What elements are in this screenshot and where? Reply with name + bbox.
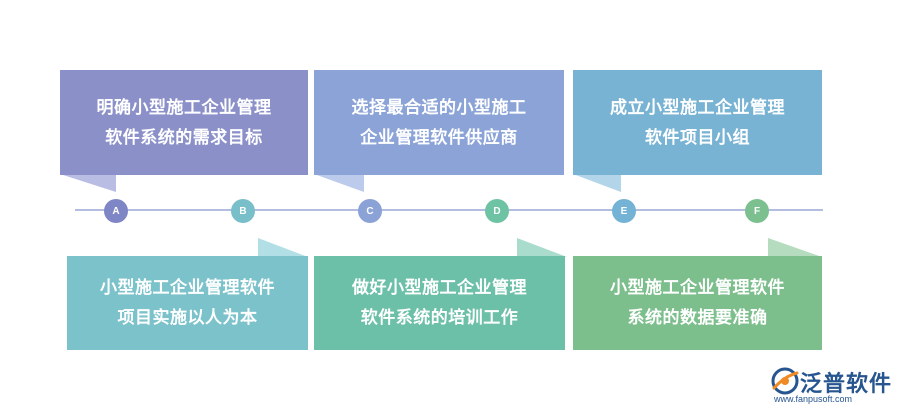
card-e-line-2: 软件项目小组 [645,127,750,148]
card-f-line-2: 系统的数据要准确 [627,308,768,328]
node-d: D [485,199,509,223]
card-b-tail [258,238,308,257]
card-e: 成立小型施工企业管理 软件项目小组 [573,70,822,175]
card-d: 做好小型施工企业管理 软件系统的培训工作 [314,256,565,350]
card-a: 明确小型施工企业管理 软件系统的需求目标 [60,70,308,175]
node-c: C [358,199,382,223]
card-b-line-2: 项目实施以人为本 [117,308,258,328]
card-c: 选择最合适的小型施工 企业管理软件供应商 [314,70,564,175]
node-b: B [231,199,255,223]
card-c-line-2: 企业管理软件供应商 [360,127,518,148]
card-d-line-2: 软件系统的培训工作 [360,308,519,328]
card-f-tail [768,238,822,257]
node-f: F [745,199,769,223]
card-c-line-1: 选择最合适的小型施工 [351,97,527,118]
card-b: 小型施工企业管理软件 项目实施以人为本 [67,256,308,350]
node-a: A [104,199,128,223]
timeline-axis [75,209,823,211]
card-a-tail [60,174,116,192]
card-c-tail [314,174,364,192]
card-d-line-1: 做好小型施工企业管理 [352,278,527,298]
card-d-tail [517,238,567,257]
card-a-line-2: 软件系统的需求目标 [105,127,263,148]
logo-name: 泛普软件 [800,372,893,397]
brand-logo: 泛普软件 www.fanpusoft.com [770,364,896,410]
card-a-line-1: 明确小型施工企业管理 [96,97,272,118]
logo-mark-icon [771,367,799,395]
logo-url: www.fanpusoft.com [774,394,853,404]
node-e: E [612,199,636,223]
card-b-line-1: 小型施工企业管理软件 [100,278,275,298]
card-e-tail [573,174,621,192]
card-f: 小型施工企业管理软件 系统的数据要准确 [573,256,822,350]
card-f-line-1: 小型施工企业管理软件 [610,278,785,298]
card-e-line-1: 成立小型施工企业管理 [610,97,785,118]
